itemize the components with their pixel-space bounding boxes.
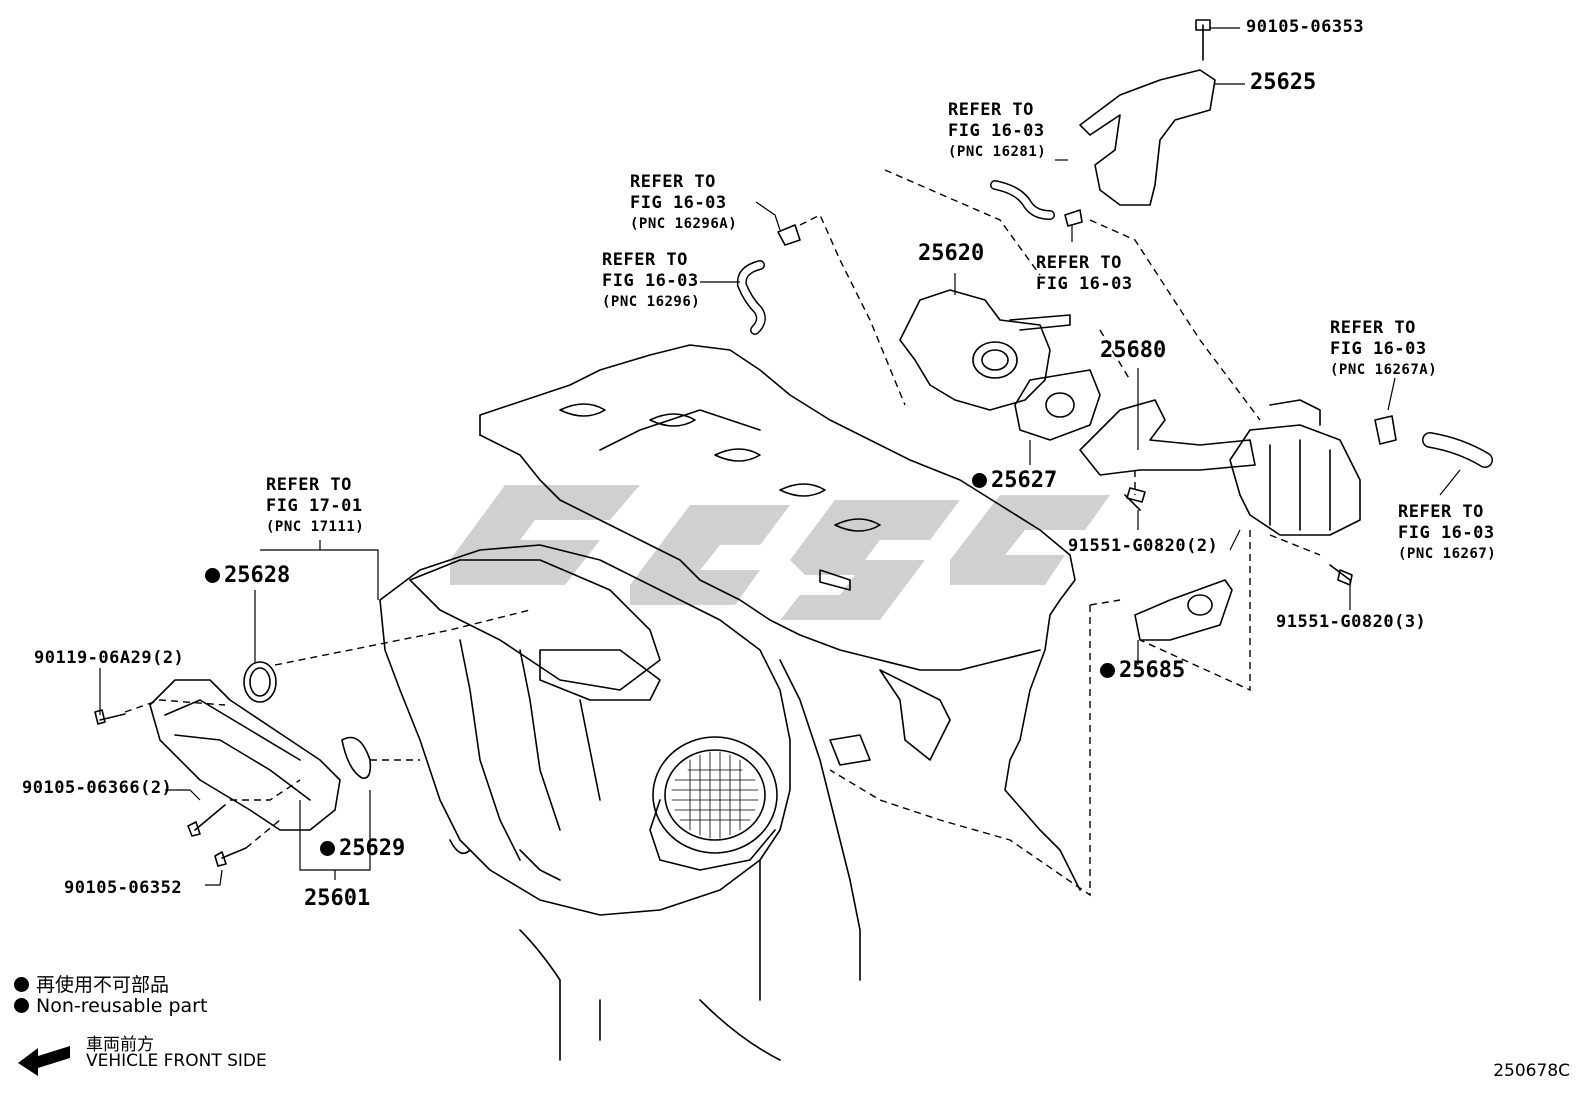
non-reusable-marker [205,568,220,583]
bracket-25625 [1079,69,1216,206]
clamp-16-03 [1064,209,1083,227]
part-label-90105-06366: 90105-06366(2) [22,778,173,798]
gasket-25627 [1014,369,1101,441]
bolt-91551-3 [1329,564,1353,586]
egr-pipe-25680 [1079,399,1256,476]
legend-non-reusable-en: Non-reusable part [14,995,207,1017]
part-label-90105-06353: 90105-06353 [1246,17,1365,37]
egr-pipe-25601 [149,679,341,831]
part-label-25680: 25680 [1100,338,1167,363]
part-label-91551-G0820-2: 91551-G0820(2) [1068,536,1219,556]
legend-dot [14,998,29,1013]
part-label-90105-06352: 90105-06352 [64,878,183,898]
bolt-90105-06352 [214,847,247,867]
part-label-25627: 25627 [972,470,1057,492]
part-label-25601: 25601 [304,886,371,911]
callout-16281: REFER TO FIG 16-03 (PNC 16281) [948,100,1047,160]
non-reusable-marker [320,841,335,856]
callout-16-03: REFER TO FIG 16-03 [1036,253,1133,294]
vehicle-front-label-jp: 車両前方 [86,1035,154,1055]
gasket-25629 [341,736,372,779]
watermark-logo [450,485,1110,620]
non-reusable-marker [972,473,987,488]
clamp-16267A [1374,415,1397,445]
gasket-25685 [1134,579,1233,641]
callout-16267: REFER TO FIG 16-03 (PNC 16267) [1398,502,1497,562]
part-label-25625: 25625 [1250,70,1317,95]
legend-non-reusable-jp: 再使用不可部品 [14,970,169,997]
part-label-25628: 25628 [205,565,290,587]
part-label-25685: 25685 [1100,660,1185,682]
bolt-90105-06353 [1195,19,1211,61]
part-label-91551-G0820-3: 91551-G0820(3) [1276,612,1427,632]
intake-manifold [379,544,791,916]
callout-16296: REFER TO FIG 16-03 (PNC 16296) [602,250,701,310]
figure-code: 250678C [1493,1061,1570,1081]
non-reusable-marker [1100,663,1115,678]
part-label-90119-06A29: 90119-06A29(2) [34,648,185,668]
part-label-25620: 25620 [918,241,985,266]
cylinder-head-outline [479,344,1081,891]
callout-17111: REFER TO FIG 17-01 (PNC 17111) [266,475,365,535]
clamp-16296A [777,224,801,246]
gasket-25628 [243,661,277,703]
egr-cooler-right [1229,424,1361,536]
bolt-91551-2 [1124,487,1146,511]
part-label-25629: 25629 [320,838,405,860]
vehicle-front-label-en: VEHICLE FRONT SIDE [86,1051,267,1071]
throttle-body-bore [664,749,766,841]
vehicle-front-arrow [18,1046,70,1076]
egr-valve-25620 [899,289,1051,411]
legend-dot [14,977,29,992]
bolt-90105-06366 [187,804,226,837]
callout-16267A: REFER TO FIG 16-03 (PNC 16267A) [1330,318,1438,378]
callout-16296A: REFER TO FIG 16-03 (PNC 16296A) [630,172,738,232]
